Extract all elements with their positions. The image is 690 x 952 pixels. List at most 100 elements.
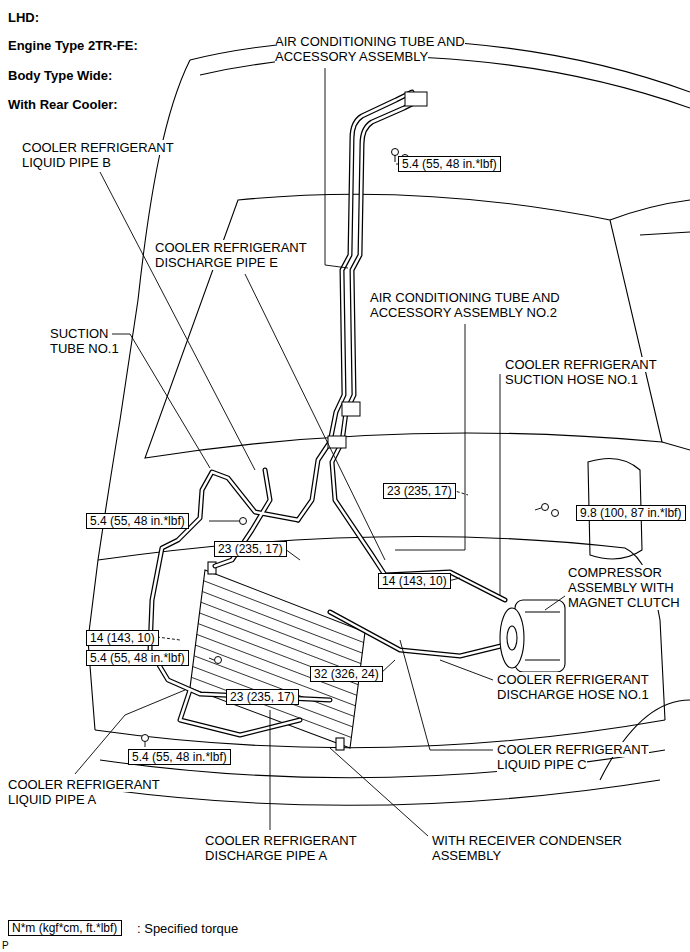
part-name: COOLER REFRIGERANT DISCHARGE PIPE A: [205, 833, 380, 863]
torque-box: 5.4 (55, 48 in.*lbf): [86, 513, 189, 529]
leader-line: [500, 374, 501, 595]
torque-value: 5.4 (55, 48 in.*lbf): [90, 651, 185, 665]
leader-line: [245, 274, 385, 560]
torque-box: 23 (235, 17): [214, 541, 287, 557]
condenser: [204, 581, 364, 643]
part-name: COOLER REFRIGERANT DISCHARGE HOSE NO.1: [497, 672, 672, 702]
bolt: [240, 518, 247, 525]
legend-row: : Specified torque: [137, 921, 238, 936]
leader-line: [75, 68, 565, 836]
header-line: Body Type Wide:: [8, 68, 112, 83]
torque-value: 5.4 (55, 48 in.*lbf): [402, 157, 497, 171]
figure-mark: P: [2, 938, 9, 952]
torque-box: 5.4 (55, 48 in.*lbf): [128, 749, 231, 765]
part-name: COOLER REFRIGERANT LIQUID PIPE B: [22, 140, 197, 170]
refrigerant-pipes: [150, 92, 505, 735]
compressor: [500, 608, 524, 668]
van-body: [88, 40, 690, 806]
part-name: AIR CONDITIONING TUBE AND ACCESSORY ASSE…: [275, 34, 480, 64]
bolt: [395, 155, 396, 162]
van-body: [610, 200, 690, 220]
label-text: COOLER REFRIGERANT DISCHARGE PIPE A: [205, 833, 357, 863]
condenser: [197, 634, 357, 695]
torque-value: 5.4 (55, 48 in.*lbf): [90, 514, 185, 528]
torque-box: 5.4 (55, 48 in.*lbf): [86, 650, 189, 666]
leader-line: [100, 172, 255, 470]
label-text: P: [2, 940, 9, 951]
bolt: [142, 149, 559, 742]
part-name: COOLER REFRIGERANT LIQUID PIPE A: [8, 777, 183, 807]
label-text: COOLER REFRIGERANT DISCHARGE HOSE NO.1: [497, 672, 649, 702]
leader-line: [285, 549, 300, 560]
compressor: [525, 659, 560, 660]
torque-box: 5.4 (55, 48 in.*lbf): [398, 156, 501, 172]
header-line: Engine Type 2TR-FE:: [8, 38, 138, 53]
leader-line: [209, 658, 214, 660]
part-name: COOLER REFRIGERANT DISCHARGE PIPE E: [155, 240, 330, 270]
leader-line: [535, 508, 541, 510]
bolt: [392, 149, 399, 156]
part-name: AIR CONDITIONING TUBE AND ACCESSORY ASSE…: [370, 290, 575, 320]
torque-box: 14 (143, 10): [378, 573, 451, 589]
torque-box: 23 (235, 17): [226, 689, 299, 705]
torque-unit: N*m (kgf*cm, ft.*lbf): [12, 921, 117, 935]
leader-line: [112, 334, 210, 468]
part-name: COOLER REFRIGERANT LIQUID PIPE C: [497, 742, 672, 772]
torque-box: 23 (235, 17): [383, 483, 456, 499]
van-body: [600, 700, 690, 780]
label-text: COOLER REFRIGERANT SUCTION HOSE NO.1: [505, 357, 657, 387]
label-text: With Rear Cooler:: [8, 97, 118, 112]
label-text: COOLER REFRIGERANT LIQUID PIPE C: [497, 742, 649, 772]
leader-line: [157, 637, 180, 640]
label-text: AIR CONDITIONING TUBE AND ACCESSORY ASSE…: [370, 290, 560, 320]
leader-line: [400, 640, 493, 750]
label-text: Body Type Wide:: [8, 68, 112, 83]
label-text: COOLER REFRIGERANT LIQUID PIPE A: [8, 777, 160, 807]
condenser: [190, 562, 365, 750]
leader-line: [330, 748, 428, 836]
torque-value: 14 (143, 10): [90, 631, 155, 645]
leader-line: [395, 324, 465, 550]
compressor: [500, 600, 565, 672]
bracket: [405, 92, 427, 106]
condenser: [202, 592, 362, 654]
refrigerant-pipes: [150, 92, 505, 735]
torque-value: 32 (326, 24): [314, 667, 379, 681]
bolt: [552, 510, 559, 517]
bracket: [342, 402, 360, 416]
condenser: [191, 581, 363, 738]
leader-line: [209, 521, 239, 522]
bracket: [328, 436, 346, 448]
label-text: LHD:: [8, 10, 39, 25]
condenser: [200, 613, 360, 674]
van-body: [145, 194, 662, 458]
torque-value: 14 (143, 10): [382, 574, 447, 588]
torque-value: 23 (235, 17): [387, 484, 452, 498]
van-body: [110, 780, 660, 805]
label-text: SUCTION TUBE NO.1: [50, 326, 119, 356]
part-name: WITH RECEIVER CONDENSER ASSEMBLY: [432, 833, 632, 863]
header-line: LHD:: [8, 10, 39, 25]
label-text: Engine Type 2TR-FE:: [8, 38, 138, 53]
bolt: [542, 504, 549, 511]
condenser: [336, 738, 344, 750]
van-body: [662, 442, 690, 450]
part-name: SUCTION TUBE NO.1: [50, 326, 130, 356]
van-body: [98, 420, 120, 560]
condenser: [201, 602, 361, 663]
van-body: [200, 56, 690, 108]
leader-line: [270, 710, 271, 830]
bracket: [328, 92, 427, 448]
label-text: COOLER REFRIGERANT LIQUID PIPE B: [22, 140, 174, 170]
legend-sample-box: N*m (kgf*cm, ft.*lbf): [8, 920, 122, 936]
compressor: [507, 626, 517, 650]
compressor: [525, 611, 560, 612]
leader-line: [545, 596, 565, 610]
label-text: AIR CONDITIONING TUBE AND ACCESSORY ASSE…: [275, 34, 465, 64]
leader-line: [145, 742, 146, 747]
torque-value: 23 (235, 17): [218, 542, 283, 556]
part-name: COMPRESSOR ASSEMBLY WITH MAGNET CLUTCH: [568, 565, 684, 610]
leader-line: [440, 660, 493, 680]
van-body: [640, 232, 690, 235]
